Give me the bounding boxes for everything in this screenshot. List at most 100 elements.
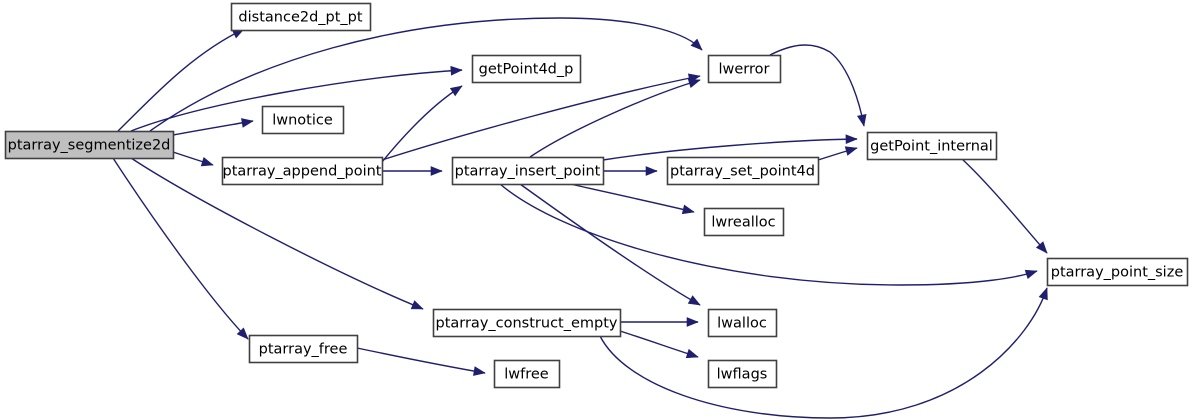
arrowhead-icon — [687, 78, 701, 88]
node-label: ptarray_set_point4d — [670, 164, 815, 180]
edge-ptarray_free-to-lwfree — [356, 347, 486, 376]
edge-line — [130, 157, 424, 310]
node-lwerror[interactable]: lwerror — [707, 54, 782, 84]
arrowhead-icon — [473, 366, 486, 376]
node-box[interactable] — [666, 156, 820, 186]
node-label: ptarray_append_point — [223, 164, 382, 180]
edge-line — [602, 138, 858, 161]
arrowhead-icon — [845, 134, 858, 145]
node-label: lwfree — [504, 367, 549, 383]
node-box[interactable] — [261, 105, 345, 135]
edge-ptarray_insert_point-to-lwalloc — [519, 183, 701, 306]
node-lwalloc[interactable]: lwalloc — [707, 308, 778, 338]
edge-ptarray_append_point-to-getPoint4d_p — [381, 85, 463, 163]
node-ptarray_point_size[interactable]: ptarray_point_size — [1046, 257, 1189, 287]
edge-ptarray_insert_point-to-lwerror — [529, 78, 701, 158]
node-ptarray_segmentize2d[interactable]: ptarray_segmentize2d — [4, 130, 175, 160]
node-getPoint4d_p[interactable]: getPoint4d_p — [471, 54, 582, 84]
node-box[interactable] — [248, 334, 359, 364]
edge-line — [769, 44, 865, 127]
edge-ptarray_construct_empty-to-lwalloc — [620, 317, 699, 327]
node-lwnotice[interactable]: lwnotice — [261, 105, 345, 135]
node-ptarray_append_point[interactable]: ptarray_append_point — [221, 156, 384, 186]
arrowhead-icon — [1024, 269, 1038, 280]
edge-ptarray_segmentize2d-to-ptarray_free — [112, 157, 249, 340]
edge-line — [619, 330, 699, 358]
node-box[interactable] — [707, 308, 778, 338]
node-label: ptarray_segmentize2d — [8, 138, 171, 154]
node-box[interactable] — [432, 308, 622, 338]
node-box[interactable] — [221, 156, 384, 186]
node-label: lwnotice — [272, 113, 333, 129]
edge-line — [569, 183, 695, 213]
edge-line — [381, 75, 701, 161]
node-box[interactable] — [707, 54, 782, 84]
edge-line — [117, 28, 245, 132]
edge-ptarray_insert_point-to-lwrealloc — [569, 183, 695, 215]
edge-ptarray_insert_point-to-getPoint_internal — [602, 134, 858, 161]
node-label: distance2d_pt_pt — [238, 10, 362, 26]
node-label: lwerror — [719, 62, 770, 78]
node-label: ptarray_free — [259, 342, 348, 358]
node-box[interactable] — [471, 54, 582, 84]
node-box[interactable] — [703, 207, 785, 237]
edge-ptarray_construct_empty-to-lwflags — [619, 330, 699, 359]
node-box[interactable] — [493, 359, 561, 389]
node-ptarray_construct_empty[interactable]: ptarray_construct_empty — [432, 308, 622, 338]
node-box[interactable] — [451, 156, 605, 186]
edge-ptarray_insert_point-to-ptarray_set_point4d — [602, 166, 658, 176]
edge-ptarray_append_point-to-lwerror — [381, 73, 701, 161]
edge-ptarray_set_point4d-to-getPoint_internal — [817, 146, 858, 161]
node-box[interactable] — [866, 131, 998, 161]
arrowhead-icon — [1038, 287, 1048, 301]
edge-ptarray_append_point-to-ptarray_insert_point — [381, 166, 443, 176]
edge-line — [112, 157, 249, 340]
arrowhead-icon — [686, 317, 699, 327]
node-ptarray_free[interactable]: ptarray_free — [248, 334, 359, 364]
node-label: ptarray_insert_point — [455, 164, 601, 180]
node-box[interactable] — [4, 130, 175, 160]
node-distance2d_pt_pt[interactable]: distance2d_pt_pt — [230, 2, 372, 32]
edge-ptarray_segmentize2d-to-lwerror — [149, 17, 703, 132]
edge-line — [599, 287, 1048, 419]
node-box[interactable] — [1046, 257, 1189, 287]
edges-layer — [112, 17, 1048, 419]
edge-line — [519, 183, 701, 306]
node-label: lwalloc — [717, 316, 767, 332]
arrowhead-icon — [241, 118, 254, 128]
arrowhead-icon — [685, 348, 699, 359]
arrowhead-icon — [450, 65, 463, 76]
arrowhead-icon — [1035, 241, 1048, 254]
node-label: lwflags — [717, 367, 768, 383]
node-ptarray_insert_point[interactable]: ptarray_insert_point — [451, 156, 605, 186]
node-box[interactable] — [230, 2, 372, 32]
arrowhead-icon — [844, 146, 858, 156]
edge-ptarray_construct_empty-to-ptarray_point_size — [599, 287, 1048, 419]
edge-ptarray_segmentize2d-to-getPoint4d_p — [130, 65, 463, 132]
edge-line — [381, 85, 463, 163]
arrowhead-icon — [200, 157, 214, 167]
node-label: getPoint4d_p — [479, 62, 574, 78]
node-ptarray_set_point4d[interactable]: ptarray_set_point4d — [666, 156, 820, 186]
edge-ptarray_insert_point-to-ptarray_point_size — [499, 183, 1038, 286]
edge-line — [172, 120, 254, 136]
edge-line — [149, 17, 703, 132]
arrowhead-icon — [681, 204, 695, 215]
edge-ptarray_segmentize2d-to-ptarray_append_point — [172, 151, 214, 167]
node-lwfree[interactable]: lwfree — [493, 359, 561, 389]
arrowhead-icon — [645, 166, 658, 176]
node-lwflags[interactable]: lwflags — [707, 359, 778, 389]
arrowhead-icon — [690, 38, 703, 51]
edge-lwerror-to-getPoint_internal — [769, 44, 867, 127]
node-lwrealloc[interactable]: lwrealloc — [703, 207, 785, 237]
node-getPoint_internal[interactable]: getPoint_internal — [866, 131, 998, 161]
arrowhead-icon — [449, 85, 463, 97]
edge-ptarray_segmentize2d-to-lwnotice — [172, 118, 254, 136]
edge-line — [130, 69, 463, 132]
edge-line — [961, 158, 1048, 254]
node-label: getPoint_internal — [870, 139, 993, 155]
node-box[interactable] — [707, 359, 778, 389]
arrowhead-icon — [236, 327, 249, 340]
